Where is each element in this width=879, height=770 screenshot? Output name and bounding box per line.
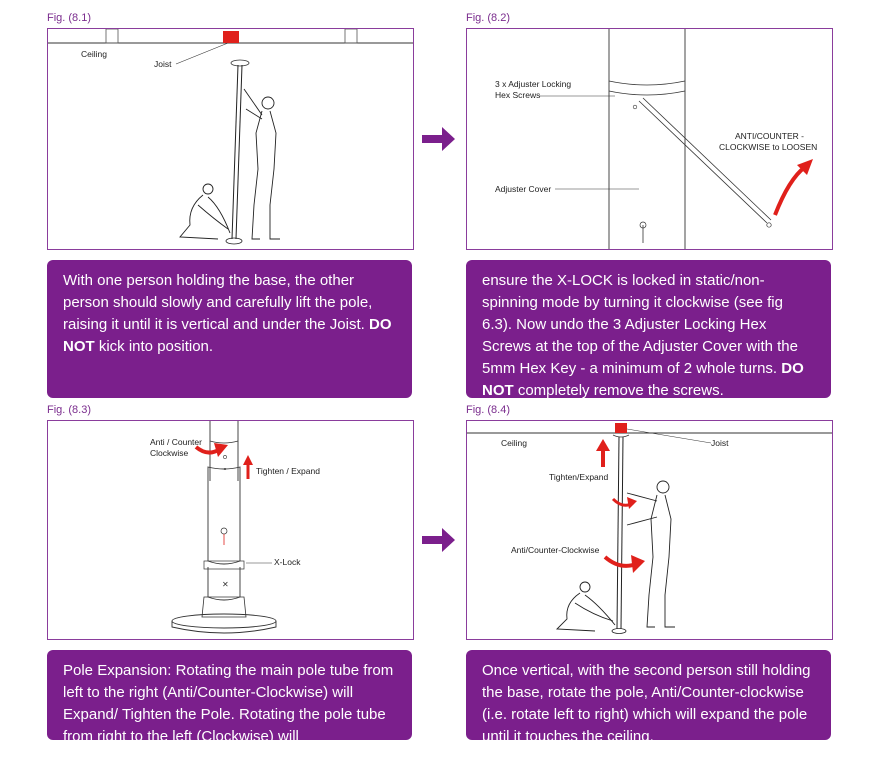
anti-counter-label-1: Anti / Counter <box>150 437 202 447</box>
svg-text:✕: ✕ <box>222 580 229 589</box>
ceiling-label: Ceiling <box>501 438 527 448</box>
desc-text: kick into position. <box>94 338 214 355</box>
figure-8-1-description: With one person holding the base, the ot… <box>47 260 412 398</box>
anti-counter-clockwise-label: Anti/Counter-Clockwise <box>511 545 600 555</box>
anti-counter-label-2: Clockwise <box>150 448 189 458</box>
figure-label-8-4: Fig. (8.4) <box>466 404 511 416</box>
joist-label: Joist <box>711 438 729 448</box>
tighten-expand-label: Tighten / Expand <box>256 466 320 476</box>
desc-text: Pole Expansion: Rotating the main pole t… <box>63 662 394 767</box>
desc-text: ensure the X-LOCK is locked in static/no… <box>482 272 798 377</box>
adjuster-cover-label: Adjuster Cover <box>495 184 551 194</box>
desc-bold: DO NOT <box>63 316 392 355</box>
figure-8-4-illustration: Ceiling Joist Tighten/Expand Anti/Counte… <box>466 420 833 640</box>
tighten-expand-label: Tighten/Expand <box>549 472 608 482</box>
figure-8-3-illustration: ✕ Anti / Counter Clockwise Tighten / Exp… <box>47 420 414 640</box>
joist-label: Joist <box>154 59 172 69</box>
anti-clockwise-label-2: CLOCKWISE to LOOSEN <box>719 142 817 152</box>
screws-label-2: Hex Screws <box>495 90 540 100</box>
right-arrow-icon <box>422 127 455 151</box>
desc-text: With one person holding the base, the ot… <box>63 272 373 333</box>
figure-8-2-illustration: 3 x Adjuster Locking Hex Screws ANTI/COU… <box>466 28 833 250</box>
figure-label-8-3: Fig. (8.3) <box>47 404 92 416</box>
figure-label-8-1: Fig. (8.1) <box>47 12 92 24</box>
figure-8-1-illustration: Ceiling Joist <box>47 28 414 250</box>
desc-bold: DO NOT <box>482 360 804 399</box>
figure-8-4-description: Once vertical, with the second person st… <box>466 650 831 745</box>
ceiling-label: Ceiling <box>81 49 107 59</box>
figure-8-2-description: ensure the X-LOCK is locked in static/no… <box>466 260 831 399</box>
x-lock-label: X-Lock <box>274 557 301 567</box>
figure-label-8-2: Fig. (8.2) <box>466 12 511 24</box>
right-arrow-icon <box>422 528 455 552</box>
desc-text: completely remove the screws. <box>513 382 724 399</box>
screws-label-1: 3 x Adjuster Locking <box>495 79 571 89</box>
desc-text: Once vertical, with the second person st… <box>482 662 811 745</box>
anti-clockwise-label-1: ANTI/COUNTER - <box>735 131 804 141</box>
figure-8-3-description: Pole Expansion: Rotating the main pole t… <box>47 650 412 767</box>
